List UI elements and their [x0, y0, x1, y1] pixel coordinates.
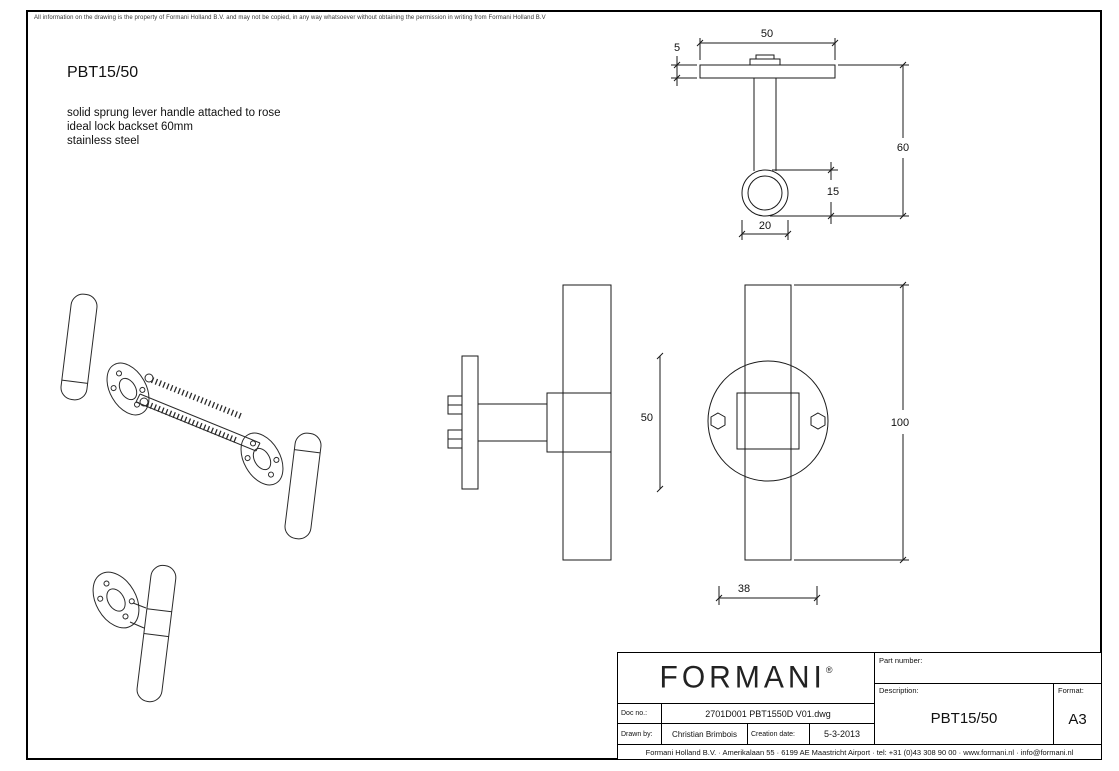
lower-handle-bar	[284, 432, 322, 540]
dim-handle-length: 100	[891, 417, 909, 429]
side-view	[447, 284, 612, 561]
doc-number-row: Doc no.: 2701D001 PBT1550D V01.dwg	[618, 704, 874, 724]
description-cell: Description: PBT15/50	[875, 684, 1054, 744]
sheet-border	[26, 10, 1102, 760]
exploded-view	[60, 293, 322, 540]
part-number-cell: Part number:	[875, 653, 1101, 684]
description-value: PBT15/50	[930, 709, 998, 727]
drawn-by-value: Christian Brimbois	[662, 724, 748, 744]
dim-rose-offset: 38	[738, 583, 750, 595]
doc-no-label: Doc no.:	[618, 704, 662, 723]
product-code-title: PBT15/50	[67, 64, 139, 81]
dim-plate-width-lines	[696, 38, 839, 60]
creation-date-label: Creation date:	[748, 724, 810, 744]
dim-rose-diameter: 50	[641, 412, 653, 424]
lower-rose	[240, 432, 284, 486]
upper-rose	[106, 362, 150, 416]
dim-overall-height: 60	[897, 142, 909, 154]
dim-plate-width: 50	[761, 28, 773, 40]
dim-neck-width-lines	[738, 220, 792, 240]
part-number-label: Part number:	[879, 656, 923, 665]
assembled-neck	[129, 602, 147, 629]
title-block-right: Part number: Description: PBT15/50 Forma…	[875, 653, 1101, 744]
product-description: solid sprung lever handle attached to ro…	[67, 106, 281, 148]
format-label: Format:	[1058, 686, 1084, 695]
title-block: FORMANI® Doc no.: 2701D001 PBT1550D V01.…	[617, 652, 1102, 760]
spindle	[135, 393, 261, 452]
format-value: A3	[1068, 710, 1087, 728]
dim-rose-diameter-lines	[656, 352, 664, 493]
description-line: stainless steel	[67, 135, 140, 147]
assembled-handle-bar	[136, 564, 177, 703]
dim-rose-offset-lines	[715, 586, 821, 605]
dim-grip-diameter: 15	[827, 186, 839, 198]
drawn-by-label: Drawn by:	[618, 724, 662, 744]
dim-handle-length-lines	[794, 281, 909, 564]
assembled-rose	[92, 571, 140, 629]
doc-no-value: 2701D001 PBT1550D V01.dwg	[705, 708, 831, 719]
description-row: Description: PBT15/50 Format: A3	[875, 684, 1101, 744]
registered-mark: ®	[825, 664, 833, 675]
assembled-view	[92, 564, 177, 703]
creation-date-value: 5-3-2013	[823, 729, 861, 739]
dim-plate-thickness-lines	[671, 56, 697, 86]
company-footer: Formani Holland B.V. · Amerikalaan 55 · …	[618, 744, 1101, 759]
dim-neck-width: 20	[759, 220, 771, 232]
drawn-by-row: Drawn by: Christian Brimbois Creation da…	[618, 724, 874, 744]
title-block-left: FORMANI® Doc no.: 2701D001 PBT1550D V01.…	[618, 653, 875, 744]
dim-grip-diameter-lines	[772, 162, 838, 224]
dim-plate-thickness: 5	[674, 42, 680, 54]
description-line: solid sprung lever handle attached to ro…	[67, 107, 281, 119]
logo-wordmark: FORMANI®	[659, 660, 833, 695]
upper-handle-bar	[60, 293, 98, 401]
top-view	[699, 54, 836, 217]
description-label: Description:	[879, 686, 919, 695]
format-cell: Format: A3	[1054, 684, 1101, 744]
fixing-screws	[139, 373, 245, 444]
copyright-disclaimer: All information on the drawing is the pr…	[34, 15, 546, 21]
dim-overall-height-lines	[770, 61, 909, 220]
description-line: ideal lock backset 60mm	[67, 121, 193, 133]
front-view	[707, 284, 829, 561]
formani-logo: FORMANI®	[618, 653, 874, 704]
